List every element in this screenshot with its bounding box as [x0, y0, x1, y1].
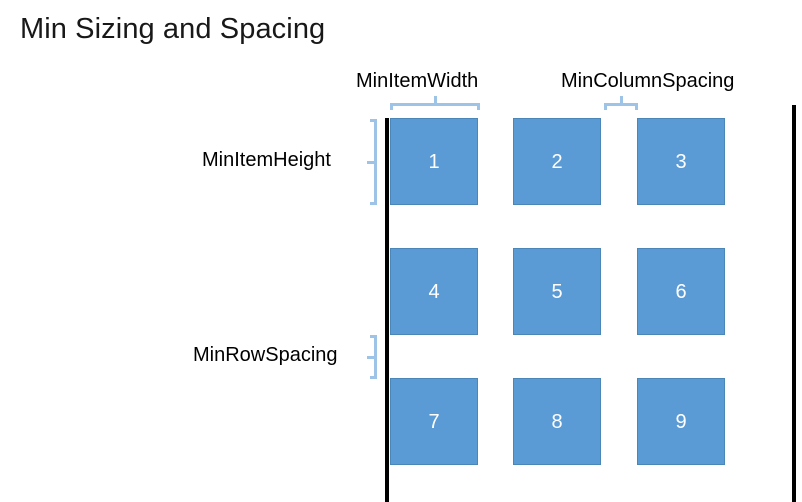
grid-item-label: 1 — [428, 150, 440, 173]
bracket-leg-bottom — [370, 376, 377, 379]
grid-item-label: 7 — [428, 410, 440, 433]
grid-item-label: 5 — [551, 280, 563, 303]
bracket-bar — [604, 103, 638, 106]
grid-item-label: 8 — [551, 410, 563, 433]
grid-item[interactable]: 8 — [513, 378, 601, 465]
grid-item-label: 6 — [675, 280, 687, 303]
grid-item[interactable]: 2 — [513, 118, 601, 205]
grid-item[interactable]: 1 — [390, 118, 478, 205]
min-item-width-bracket — [390, 96, 480, 110]
bracket-center-tick — [367, 356, 375, 359]
grid-item[interactable]: 6 — [637, 248, 725, 335]
bracket-leg-top — [370, 335, 377, 338]
bracket-bar — [390, 103, 480, 106]
min-item-height-label: MinItemHeight — [202, 149, 331, 171]
right-boundary-guide-line — [792, 105, 796, 502]
grid-item-label: 3 — [675, 150, 687, 173]
grid-item[interactable]: 3 — [637, 118, 725, 205]
min-row-spacing-label: MinRowSpacing — [193, 344, 338, 366]
grid-item[interactable]: 4 — [390, 248, 478, 335]
min-column-spacing-bracket — [604, 96, 638, 110]
bracket-leg-right — [477, 103, 480, 110]
min-item-height-bracket — [367, 119, 381, 205]
left-boundary-guide-line — [385, 118, 389, 502]
min-item-width-label: MinItemWidth — [356, 70, 479, 92]
bracket-bar — [374, 119, 377, 205]
grid-item-label: 2 — [551, 150, 563, 173]
grid-item-label: 9 — [675, 410, 687, 433]
bracket-leg-bottom — [370, 202, 377, 205]
bracket-center-tick — [620, 96, 623, 104]
bracket-leg-left — [390, 103, 393, 110]
min-row-spacing-bracket — [367, 335, 381, 379]
bracket-center-tick — [367, 161, 375, 164]
bracket-bar — [374, 335, 377, 379]
grid-item[interactable]: 9 — [637, 378, 725, 465]
grid-item[interactable]: 5 — [513, 248, 601, 335]
bracket-leg-top — [370, 119, 377, 122]
min-column-spacing-label: MinColumnSpacing — [561, 70, 735, 92]
bracket-leg-right — [635, 103, 638, 110]
page-title: Min Sizing and Spacing — [20, 13, 326, 45]
grid-item[interactable]: 7 — [390, 378, 478, 465]
bracket-center-tick — [434, 96, 437, 104]
bracket-leg-left — [604, 103, 607, 110]
grid-item-label: 4 — [428, 280, 440, 303]
